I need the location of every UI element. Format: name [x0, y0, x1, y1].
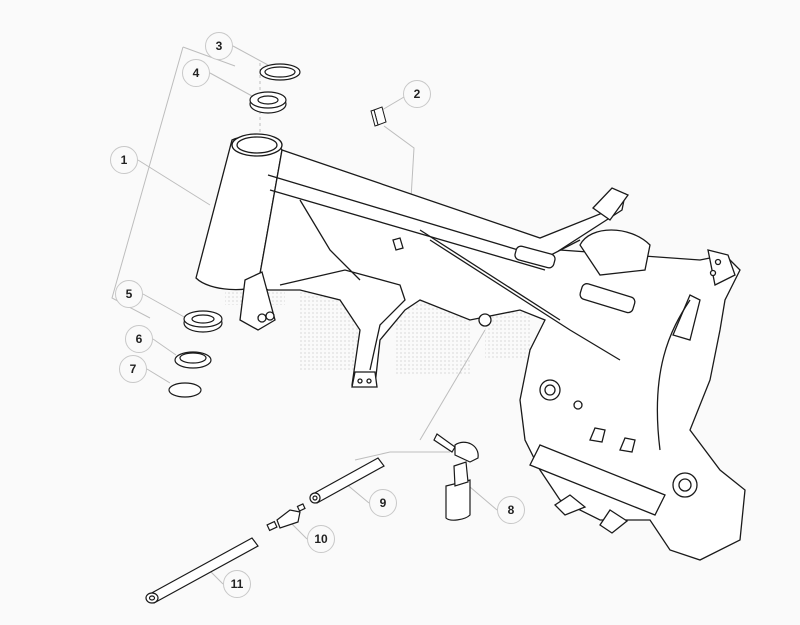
callout-label: 2 [413, 87, 421, 101]
callout-label: 4 [192, 66, 200, 80]
callout-11[interactable]: 11 [223, 570, 251, 598]
callout-8[interactable]: 8 [497, 496, 525, 524]
callout-1[interactable]: 1 [110, 146, 138, 174]
callout-6[interactable]: 6 [125, 325, 153, 353]
bearings [168, 63, 301, 398]
callout-label: 3 [215, 39, 223, 53]
rods [145, 433, 479, 604]
callout-label: 5 [125, 287, 133, 301]
clip-part [370, 106, 387, 127]
callout-label: 1 [120, 153, 128, 167]
callout-label: 6 [135, 332, 143, 346]
callout-4[interactable]: 4 [182, 59, 210, 87]
callout-10[interactable]: 10 [307, 525, 335, 553]
callout-3[interactable]: 3 [205, 32, 233, 60]
callout-label: 9 [379, 496, 387, 510]
callout-label: 8 [507, 503, 515, 517]
callout-9[interactable]: 9 [369, 489, 397, 517]
callout-5[interactable]: 5 [115, 280, 143, 308]
callout-7[interactable]: 7 [119, 355, 147, 383]
callout-label: 10 [314, 532, 328, 546]
callout-2[interactable]: 2 [403, 80, 431, 108]
callout-label: 7 [129, 362, 137, 376]
callout-label: 11 [230, 577, 244, 591]
frame-body [195, 133, 746, 561]
